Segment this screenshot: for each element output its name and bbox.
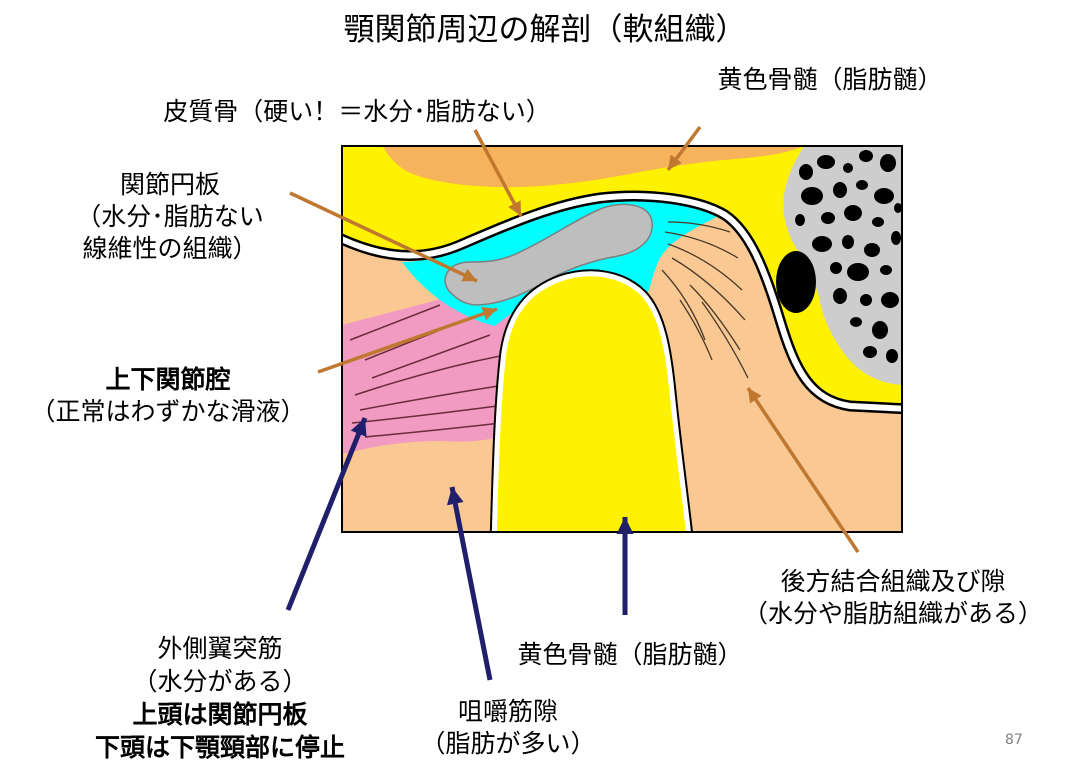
retrodiscal-fiber [701,301,749,379]
air-cell [859,150,873,162]
air-cell [860,294,872,306]
retrodiscal-fiber [679,299,713,361]
air-cell [880,154,896,172]
retrodiscal-fiber [661,269,706,341]
arrow-masticator-space [446,486,493,681]
air-cell [801,187,823,205]
air-cell [874,188,894,204]
articular-disc-label-note-1: （水分･脂肪ない [76,202,264,231]
articular-disc-label-note-2: 線維性の組織） [82,234,258,263]
air-cell [847,263,869,281]
page-number: 87 [1005,732,1023,748]
articular-disc [444,203,653,306]
air-cell [830,262,842,274]
lateral-pterygoid-label-upper-head: 上頭は関節円板 [132,700,308,729]
arrow-joint-cavities [317,307,498,374]
arrows [285,125,860,681]
lateral-pterygoid-label: 外側翼突筋 （水分がある） 上頭は関節円板 下頭は下顎頸部に停止 [95,632,345,764]
air-cell [863,346,877,358]
air-cell [856,180,868,190]
retrodiscal-fiber [689,284,741,351]
arrow-fatty-marrow-top [666,125,702,172]
joint-cavities-label-name: 上下関節腔 [105,365,231,394]
joint-cavities-label: 上下関節腔 （正常はわずかな滑液） [30,364,305,428]
muscle-fiber [351,404,506,424]
lateral-pterygoid-label-note: （水分がある） [132,667,308,696]
masticator-space-label-name: 咀嚼筋隙 [457,697,559,726]
diagram-illustration [342,146,902,532]
retrodiscal-fibers [661,221,749,379]
muscle-fiber [349,304,441,341]
lateral-pterygoid-muscle [342,292,520,455]
air-cell [894,203,902,213]
air-cell [799,164,813,180]
air-cell [843,163,853,173]
air-cell [844,205,862,221]
retrodiscal-fiber [671,257,746,321]
air-cell [872,321,888,339]
air-cell [817,155,835,169]
retrodiscal-tissue-label-note: （水分や脂肪組織がある） [742,599,1044,628]
muscle-fiber [359,384,506,411]
air-cell [795,214,805,226]
retrodiscal-tissue-label: 後方結合組織及び隙 （水分や脂肪組織がある） [743,566,1043,630]
air-cell [850,317,862,327]
articular-disc-label: 関節円板 （水分･脂肪ない 線維性の組織） [76,169,264,265]
air-cell [881,292,899,308]
air-cell [821,212,835,224]
black-oval [776,251,816,313]
mandibular-condyle [491,271,692,532]
air-cell [833,288,847,304]
cortical-bone [342,193,902,412]
cortical-bone-label: 皮質骨（硬い！＝水分･脂肪ない） [163,97,551,126]
air-cell-dots [795,150,902,363]
air-cell [886,349,898,363]
air-cell [812,236,832,252]
joint-cavities-label-note: （正常はわずかな滑液） [30,397,306,426]
muscle-fiber [371,334,491,379]
retrodiscal-fiber [667,221,731,233]
air-cell [891,231,901,245]
air-cell [842,235,854,249]
air-cell [864,243,880,257]
mastoid-air-cells [783,146,902,385]
retrodiscal-fiber [664,231,739,259]
air-cell [872,217,884,227]
retrodiscal-fiber [667,243,743,291]
slide-title: 顎関節周辺の解剖（軟組織） [343,12,747,48]
arrow-retrodiscal-tissue [746,387,860,553]
lateral-pterygoid-label-lower-head: 下頭は下顎頸部に停止 [94,733,346,762]
fatty-marrow-top-label: 黄色骨髄（脂肪髄） [717,65,943,94]
air-cell [880,265,892,275]
arrow-cortical-bone [473,129,523,217]
arrow-lateral-pterygoid [285,417,368,611]
masticator-space-label-note: （脂肪が多い） [420,729,596,758]
arrow-articular-disc [289,191,478,283]
muscle-fiber [354,355,501,396]
masticator-space-label: 咀嚼筋隙 （脂肪が多い） [420,696,595,760]
retrodiscal-tissue-label-name: 後方結合組織及び隙 [780,567,1006,596]
lateral-pterygoid-label-name: 外側翼突筋 [157,634,283,663]
fatty-marrow-condyle-label: 黄色骨髄（脂肪髄） [517,640,743,669]
articular-disc-label-name: 関節円板 [119,170,221,199]
air-cell [833,182,847,198]
